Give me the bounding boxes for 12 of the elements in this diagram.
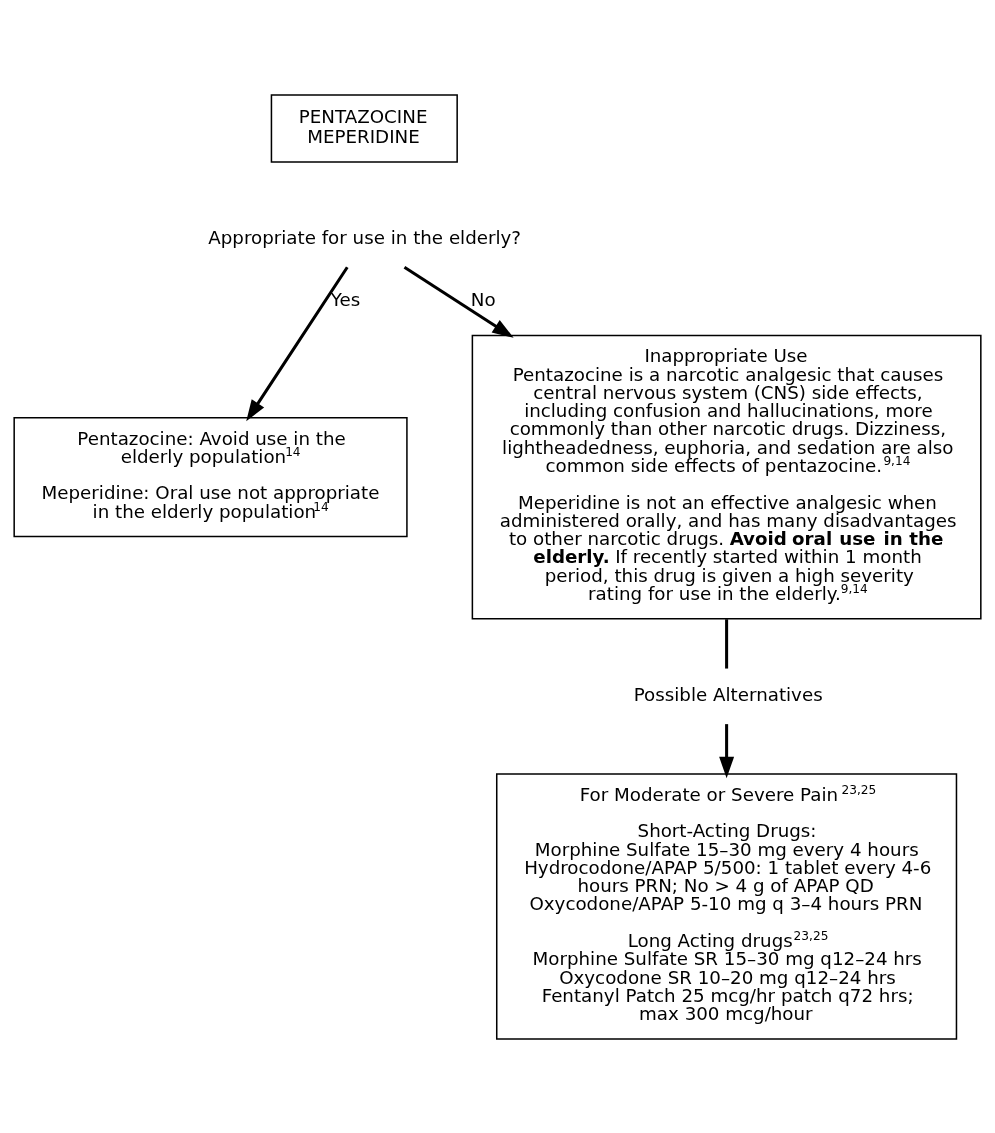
node-box: For Moderate or Severe Pain$^{23,25}$ Short-Acting Drugs: Morphine Sulfate 15–30 mg every 4 hours Hydrocodone/APAP 5/500: 1 tablet every 4-6 hours PRN; No > 4 g of APAP QD Oxycodone/APAP 5-10 mg q 3–4 hours PRN Long Acting drugs$^{23,25}$ Morphine Sulfate SR 15–30 mg q12–24 hrs Oxycodone SR 10–20 mg q12–24 hrs Fentanyl Patch 25 mcg/hr patch q72 hrs; max 300 mcg/hour [496, 772, 958, 1040]
connector [725, 618, 729, 669]
node-text: Possible Alternatives [633, 683, 823, 705]
arrow [403, 265, 514, 338]
node-box: Pentazocine: Avoid use in the elderly population$^{14}$ Meperidine: Oral use not appropriate in the elderly population$^{14}$ [13, 416, 408, 537]
arrow [719, 723, 735, 778]
edge-label: No [470, 288, 496, 310]
node-box: PENTAZOCINE MEPERIDINE [270, 93, 458, 163]
arrow [246, 265, 349, 421]
node-text: Appropriate for use in the elderly? [208, 226, 522, 248]
edge-label: Yes [330, 288, 361, 310]
node-box: Inappropriate Use Pentazocine is a narcotic analgesic that causes central nervous system (CNS) side effects, including confusion and hallucinations, more commonly than other narcotic drugs. Dizziness, lightheadedness, euphoria, and sedation are also common side effects of pentazocine.$^{9,14}$ Meperidine is not an effective analgesic when administered orally, and has many disadvantages to other narcotic drugs. Avoid oral use in the elderly. If recently started within 1 month period, this drug is given a high severity rating for use in the elderly.$^{9,14}$ [471, 334, 982, 619]
